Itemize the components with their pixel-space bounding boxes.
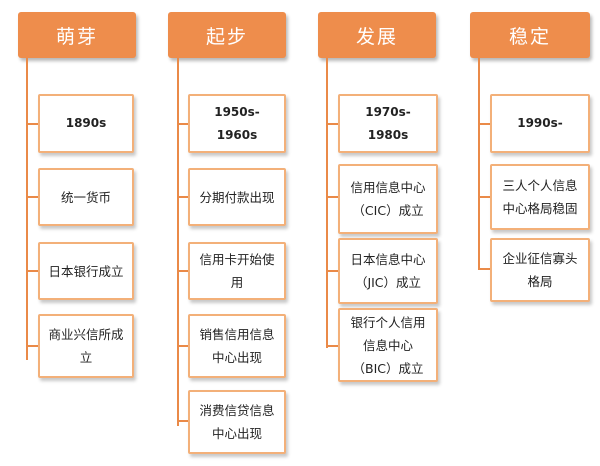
connector-branch <box>27 123 41 125</box>
connector-branch <box>479 196 493 198</box>
connector-branch <box>327 270 341 272</box>
column-qibu: 起步 1950s-1960s 分期付款出现 信用卡开始使用 销售信用信息中心出现… <box>150 0 300 466</box>
connector-branch <box>327 345 341 347</box>
milestone-box: 1990s- <box>490 94 590 153</box>
column-title: 萌芽 <box>55 25 98 48</box>
column-header-fazhan: 发展 <box>318 12 436 58</box>
column-mengya: 萌芽 1890s 统一货币 日本银行成立 商业兴信所成立 <box>0 0 150 466</box>
connector-branch <box>327 196 341 198</box>
column-header-wending: 稳定 <box>470 12 590 58</box>
connector-trunk <box>26 58 28 360</box>
milestone-box: 日本银行成立 <box>38 242 134 300</box>
milestone-box: 销售信用信息中心出现 <box>188 314 286 378</box>
column-header-qibu: 起步 <box>168 12 286 58</box>
connector-branch <box>479 268 493 270</box>
column-wending: 稳定 1990s- 三人个人信息中心格局稳固 企业征信寡头格局 <box>450 0 600 466</box>
connector-trunk <box>478 58 480 270</box>
connector-branch <box>27 270 41 272</box>
connector-branch <box>27 196 41 198</box>
connector-branch <box>178 123 192 125</box>
milestone-box: 统一货币 <box>38 168 134 226</box>
connector-trunk <box>326 58 328 348</box>
milestone-box: 信用卡开始使用 <box>188 242 286 300</box>
milestone-box: 日本信息中心（JIC）成立 <box>338 238 438 304</box>
connector-branch <box>178 270 192 272</box>
connector-branch <box>178 345 192 347</box>
connector-branch <box>327 123 341 125</box>
connector-branch <box>178 196 192 198</box>
milestone-box: 1890s <box>38 94 134 153</box>
milestone-box: 1950s-1960s <box>188 94 286 153</box>
milestone-box: 消费信贷信息中心出现 <box>188 390 286 454</box>
connector-branch <box>178 420 192 422</box>
connector-trunk <box>177 58 179 426</box>
milestone-box: 商业兴信所成立 <box>38 314 134 378</box>
column-title: 稳定 <box>508 25 551 48</box>
connector-branch <box>479 123 493 125</box>
connector-branch <box>27 345 41 347</box>
column-title: 起步 <box>205 25 248 48</box>
column-header-mengya: 萌芽 <box>18 12 136 58</box>
milestone-box: 三人个人信息中心格局稳固 <box>490 164 590 230</box>
milestone-box: 1970s-1980s <box>338 94 438 153</box>
milestone-box: 银行个人信用信息中心（BIC）成立 <box>338 308 438 382</box>
milestone-box: 信用信息中心（CIC）成立 <box>338 164 438 234</box>
column-fazhan: 发展 1970s-1980s 信用信息中心（CIC）成立 日本信息中心（JIC）… <box>300 0 450 466</box>
milestone-box: 分期付款出现 <box>188 168 286 226</box>
milestone-box: 企业征信寡头格局 <box>490 238 590 302</box>
column-title: 发展 <box>355 25 398 48</box>
